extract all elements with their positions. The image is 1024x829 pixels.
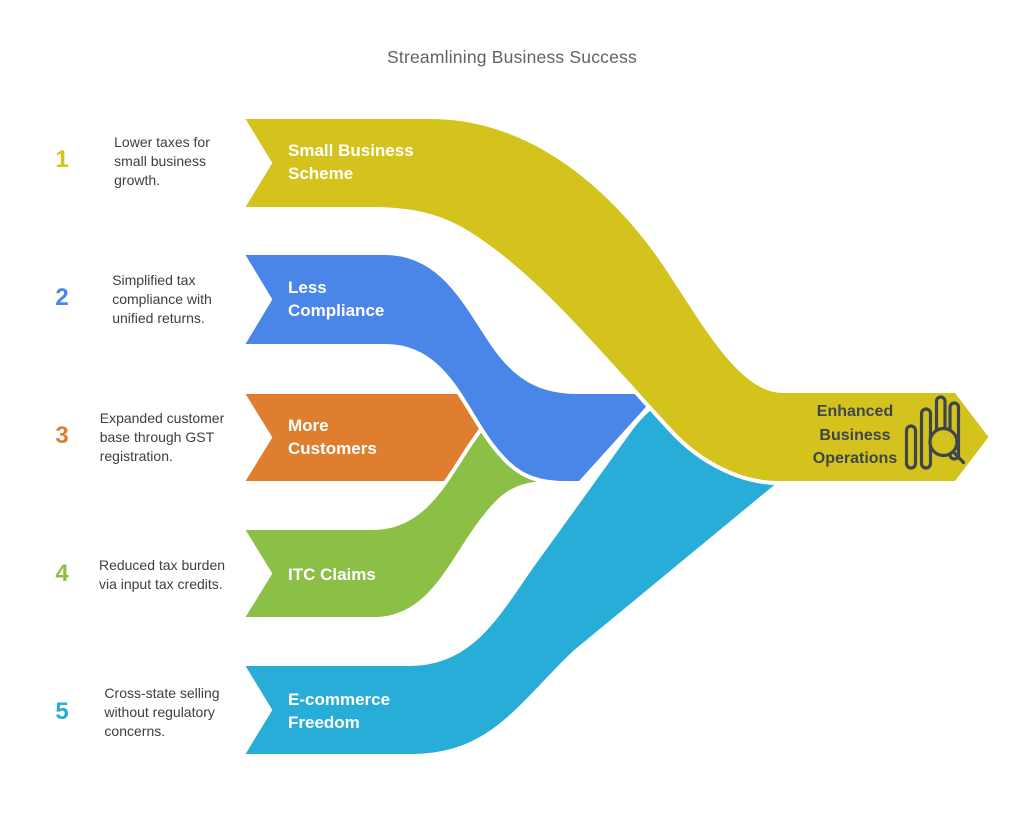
step-number-4: 4 xyxy=(55,560,69,587)
bar-chart-magnifier-icon xyxy=(904,395,966,470)
step-description-4-text: Reduced tax burden via input tax credits… xyxy=(98,557,226,592)
flow-band-less-compliance xyxy=(238,251,667,485)
step-number-1: 1 xyxy=(55,146,69,173)
step-description-3-text: Expanded customer base through GST regis… xyxy=(99,410,225,464)
step-number-2: 2 xyxy=(55,284,69,311)
bar-icon-1 xyxy=(904,424,918,470)
step-description-1: Lower taxes for small business growth. xyxy=(88,133,236,190)
step-description-2-text: Simplified tax compliance with unified r… xyxy=(112,272,212,326)
step-number-5: 5 xyxy=(55,698,69,725)
step-description-3: Expanded customer base through GST regis… xyxy=(88,409,236,466)
band-label-ecommerce-freedom: E-commerce Freedom xyxy=(288,690,391,732)
result-label: Enhanced Business Operations xyxy=(812,403,898,467)
step-description-2: Simplified tax compliance with unified r… xyxy=(88,271,236,328)
band-label-more-customers: More Customers xyxy=(288,416,377,458)
page-title: Streamlining Business Success xyxy=(387,47,637,67)
magnifier-lens xyxy=(928,426,959,458)
band-label-small-business-scheme: Small Business Scheme xyxy=(288,141,414,183)
band-label-less-compliance: Less Compliance xyxy=(288,278,385,320)
step-description-5-text: Cross-state selling without regulatory c… xyxy=(104,685,220,739)
step-description-4: Reduced tax burden via input tax credits… xyxy=(88,556,236,594)
step-description-5: Cross-state selling without regulatory c… xyxy=(88,684,236,741)
flow-band-small-business-scheme xyxy=(238,115,994,485)
band-label-itc-claims: ITC Claims xyxy=(288,565,376,584)
step-number-3: 3 xyxy=(55,422,69,449)
magnifier-handle xyxy=(951,450,966,465)
step-description-1-text: Lower taxes for small business growth. xyxy=(114,134,210,188)
